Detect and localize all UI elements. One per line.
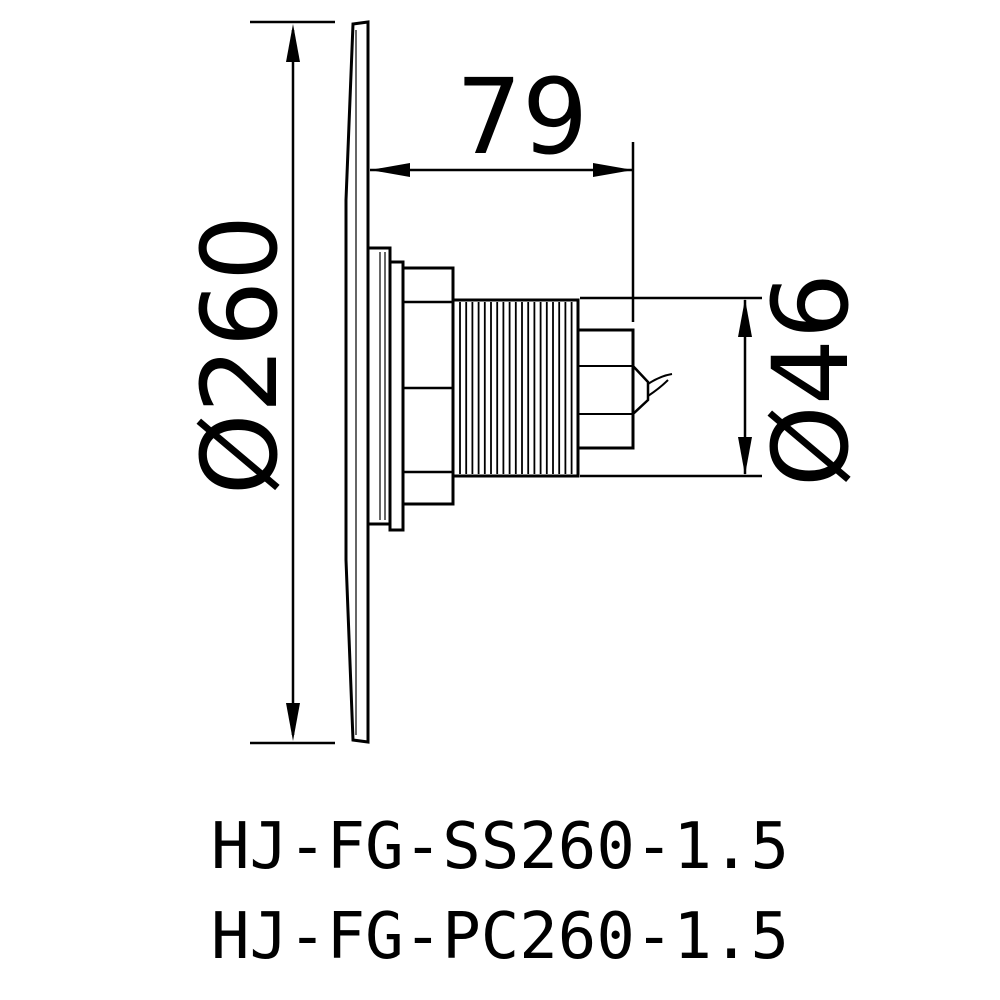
end-cap bbox=[576, 328, 635, 450]
dim-label-79: 79 bbox=[456, 56, 588, 178]
cable-gland bbox=[632, 365, 650, 415]
model-number-pc: HJ-FG-PC260-1.5 bbox=[211, 900, 789, 974]
arrow-79-left bbox=[370, 163, 410, 177]
thread-lines bbox=[459, 302, 573, 474]
arrow-260-top bbox=[286, 24, 300, 62]
hex-nut bbox=[401, 266, 455, 506]
arrow-79-right bbox=[593, 163, 633, 177]
arrow-46-top bbox=[738, 299, 752, 337]
cable bbox=[647, 373, 673, 385]
arrow-46-bottom bbox=[738, 437, 752, 475]
cable-2 bbox=[647, 379, 669, 397]
dim-label-46: Ø46 bbox=[750, 273, 872, 487]
model-number-ss: HJ-FG-SS260-1.5 bbox=[211, 810, 789, 884]
dim-label-260: Ø260 bbox=[179, 215, 301, 495]
arrow-260-bottom bbox=[286, 703, 300, 741]
flange bbox=[366, 246, 392, 526]
face-plate bbox=[344, 20, 370, 744]
lock-ring bbox=[388, 260, 405, 532]
